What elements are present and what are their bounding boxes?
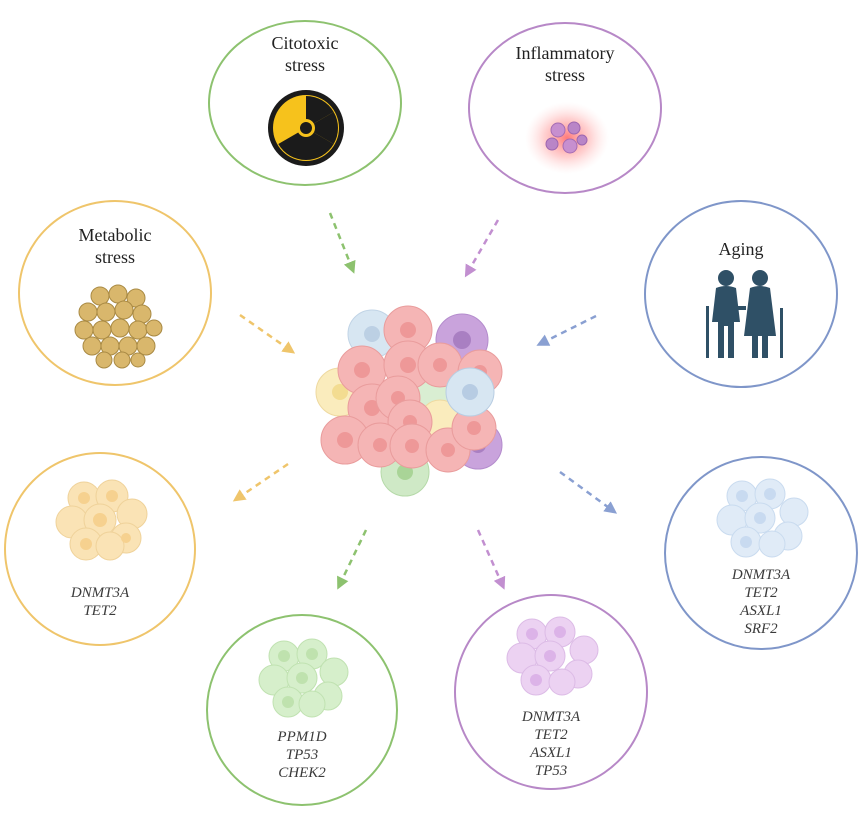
citotoxic-clone-genes: PPM1D TP53 CHEK2 — [208, 728, 396, 782]
gene-label: TET2 — [744, 585, 778, 601]
inflamed-cells-icon — [525, 102, 609, 174]
gene-label: PPM1D — [277, 729, 327, 745]
inflammatory-clone-node: DNMT3A TET2 ASXL1 TP53 — [454, 594, 648, 790]
inflammatory-stress-label: Inflammatory stress — [470, 42, 660, 86]
arrow-aging-in — [536, 314, 597, 346]
metabolic-clone-cells-icon — [55, 479, 148, 561]
gene-label: DNMT3A — [521, 709, 581, 725]
inflammatory-label-line1: Inflammatory — [515, 43, 615, 63]
gene-label: SRF2 — [744, 621, 778, 637]
citotoxic-stress-node: Citotoxic stress — [208, 20, 402, 186]
aging-clone-node: DNMT3A TET2 ASXL1 SRF2 — [664, 456, 858, 650]
radiation-icon — [268, 90, 344, 166]
arrow-inflammatory-in — [464, 219, 500, 278]
gene-label: ASXL1 — [530, 745, 572, 761]
metabolic-stress-node: Metabolic stress — [18, 200, 212, 386]
arrow-aging-out — [559, 470, 618, 514]
aging-clone-cells-icon — [716, 478, 809, 558]
citotoxic-clone-cells-icon — [258, 638, 349, 718]
citotoxic-clone-node: PPM1D TP53 CHEK2 — [206, 614, 398, 806]
gene-label: DNMT3A — [731, 567, 791, 583]
aging-node: Aging — [644, 200, 838, 388]
gene-label: CHEK2 — [278, 765, 326, 781]
metabolic-clone-node: DNMT3A TET2 — [4, 452, 196, 646]
citotoxic-label-line1: Citotoxic — [271, 33, 339, 53]
inflammatory-clone-genes: DNMT3A TET2 ASXL1 TP53 — [456, 708, 646, 780]
inflammatory-stress-node: Inflammatory stress — [468, 22, 662, 194]
metabolic-stress-label: Metabolic stress — [20, 224, 210, 268]
gene-label: TP53 — [285, 747, 319, 763]
gene-label: ASXL1 — [740, 603, 782, 619]
gene-label: TET2 — [534, 727, 568, 743]
aging-label: Aging — [646, 238, 836, 260]
gene-label: TET2 — [83, 603, 117, 619]
arrow-inflammatory-out — [476, 529, 506, 590]
metabolic-label-line1: Metabolic — [78, 225, 152, 245]
inflammatory-label-line2: stress — [545, 65, 585, 85]
aging-clone-genes: DNMT3A TET2 ASXL1 SRF2 — [666, 566, 856, 638]
gene-label: DNMT3A — [70, 585, 130, 601]
arrow-metabolic-out — [232, 462, 289, 502]
fat-cells-icon — [74, 284, 163, 369]
aging-label-line1: Aging — [718, 239, 764, 259]
arrow-citotoxic-out — [337, 529, 368, 590]
hematopoietic-cell-cluster-icon — [315, 305, 503, 497]
metabolic-clone-genes: DNMT3A TET2 — [6, 584, 194, 620]
citotoxic-label-line2: stress — [285, 55, 325, 75]
gene-label: TP53 — [534, 763, 568, 779]
arrow-metabolic-in — [239, 313, 296, 354]
citotoxic-stress-label: Citotoxic stress — [210, 32, 400, 76]
inflammatory-clone-cells-icon — [506, 616, 599, 696]
metabolic-label-line2: stress — [95, 247, 135, 267]
arrow-citotoxic-in — [328, 212, 356, 274]
elderly-couple-icon — [706, 270, 783, 358]
